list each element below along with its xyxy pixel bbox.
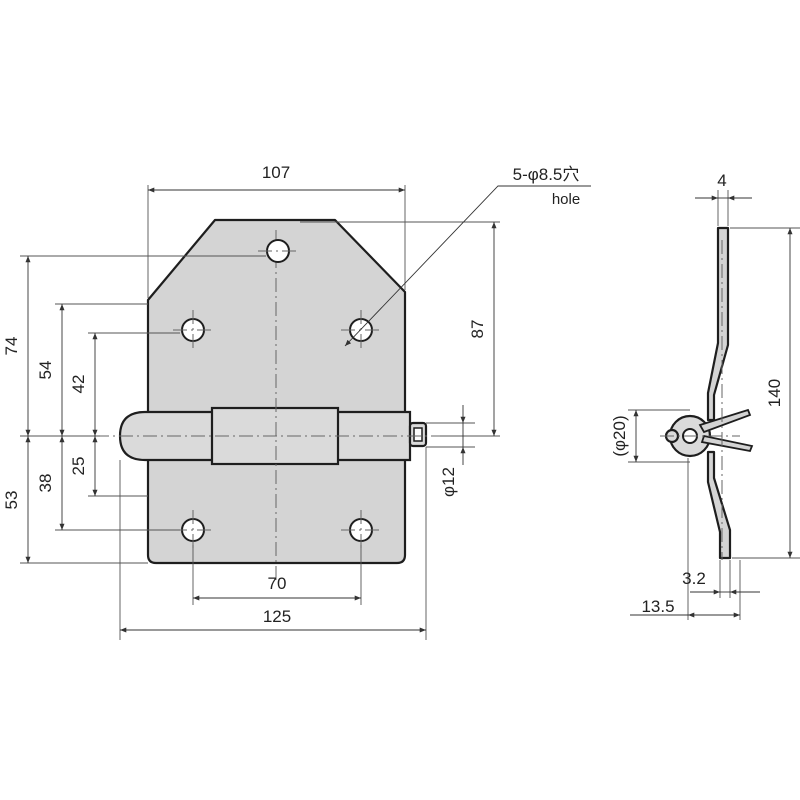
dim-side-depth: 13.5 bbox=[641, 597, 674, 616]
dim-height-top-outer: 74 bbox=[2, 337, 21, 356]
dim-hole-callout: 5-φ8.5穴 bbox=[513, 165, 580, 184]
spring-arm-upper bbox=[698, 408, 752, 434]
pin-end-inner bbox=[413, 427, 423, 442]
dim-pin-diameter: φ12 bbox=[439, 467, 458, 497]
dimension-lines bbox=[25, 185, 591, 633]
extension-lines bbox=[20, 185, 500, 640]
mounting-holes bbox=[173, 239, 381, 550]
dim-side-offset: 3.2 bbox=[682, 569, 706, 588]
side-upper-plate bbox=[706, 226, 730, 422]
dim-height-top-inner: 42 bbox=[69, 375, 88, 394]
dim-height-bottom-inner: 25 bbox=[69, 457, 88, 476]
dim-hole-callout-en: hole bbox=[552, 191, 580, 208]
dim-total-width: 125 bbox=[263, 607, 291, 626]
dim-height-bottom-outer: 53 bbox=[2, 491, 21, 510]
dim-top-width: 107 bbox=[262, 163, 290, 182]
dim-height-bottom-mid: 38 bbox=[36, 474, 55, 493]
dim-thickness: 4 bbox=[717, 171, 726, 190]
dim-right-height: 87 bbox=[468, 320, 487, 339]
spring-arm-lower bbox=[700, 434, 754, 453]
dim-height-top-mid: 54 bbox=[36, 361, 55, 380]
side-view: 4 140 (φ20) 3.2 13.5 bbox=[610, 171, 800, 620]
front-view: 107 5-φ8.5穴 hole 74 53 54 38 42 25 87 φ1… bbox=[2, 163, 591, 640]
dim-hole-spacing: 70 bbox=[268, 574, 287, 593]
dim-side-pin-diameter: (φ20) bbox=[610, 415, 629, 456]
side-lower-plate bbox=[706, 450, 732, 560]
dim-side-total-height: 140 bbox=[765, 379, 784, 407]
